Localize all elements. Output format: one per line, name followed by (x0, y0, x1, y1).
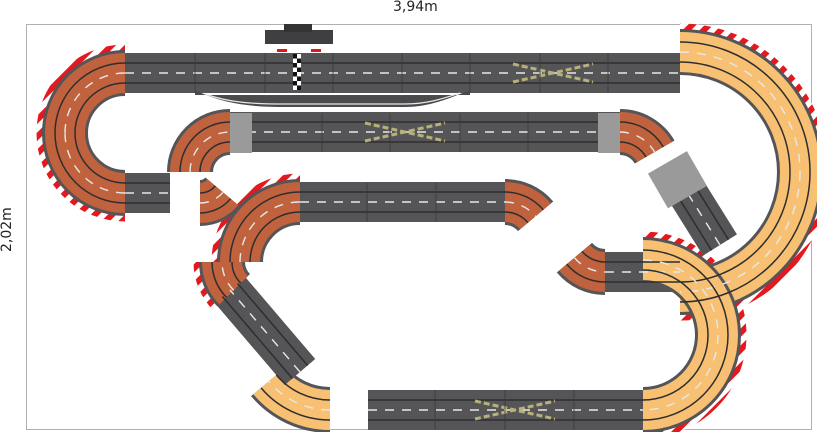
start-line-chequer (297, 63, 301, 68)
left-loop-top-curve (45, 53, 126, 134)
lower-right-curve-bottom-slot (642, 334, 709, 401)
second-straight-exit-curve-slot (619, 121, 664, 148)
left-loop-top-curve-slot (74, 82, 126, 134)
start-light (311, 49, 321, 52)
s-bend-upper-slot (504, 191, 544, 211)
detail-layer (194, 24, 707, 430)
diagonal-special-piece (647, 151, 707, 209)
left-loop-bottom-curve (45, 132, 126, 213)
special-piece-right (598, 113, 620, 153)
start-gantry-top (284, 24, 312, 32)
third-straight-entry-curve-slot (229, 191, 301, 263)
start-line-chequer (293, 58, 297, 63)
start-line-chequer (297, 85, 301, 90)
s-bend-upper (503, 182, 551, 231)
lower-right-curve-top-slot (642, 269, 709, 336)
right-loop-top-curve-kerb (679, 23, 817, 147)
pit-lane-bulge (195, 90, 470, 107)
start-line-chequer (297, 67, 301, 72)
start-gantry (265, 30, 333, 44)
start-line-chequer (293, 67, 297, 72)
left-up-curve-centerline (221, 261, 235, 291)
start-line-chequer (293, 81, 297, 86)
left-chicane-curve-centerline (199, 191, 224, 204)
third-straight-entry-curve-kerb (211, 173, 301, 263)
right-loop-top-curve-slot (679, 41, 811, 173)
left-up-curve-slot (211, 261, 228, 298)
right-loop-bottom-curve-slot (679, 171, 791, 283)
start-line-chequer (297, 81, 301, 86)
second-straight-exit-curve-slot (619, 141, 647, 158)
left-loop-bottom-curve-slot (54, 132, 126, 204)
s-bend-lower-slot (581, 250, 606, 263)
right-loop-bottom-curve-slot (679, 171, 811, 303)
start-line-chequer (293, 85, 297, 90)
left-up-curve-slot (231, 261, 242, 284)
s-bend-lower (559, 243, 607, 292)
second-straight-entry-curve-slot (179, 121, 231, 173)
start-line-chequer (293, 76, 297, 81)
third-straight-entry-curve-slot (249, 211, 301, 263)
bottom-left-curve-slot (275, 374, 331, 401)
start-line-chequer (297, 54, 301, 59)
second-straight-entry-curve-slot (199, 141, 231, 173)
s-bend-lower-centerline (573, 257, 606, 273)
width-dimension-label: 3,94m (393, 0, 438, 15)
left-loop-top-curve-slot (54, 62, 126, 134)
start-line-chequer (293, 63, 297, 68)
bottom-left-curve-slot (260, 387, 331, 421)
pit-lane-line (204, 92, 461, 105)
start-line-chequer (297, 58, 301, 63)
lower-left-diagonal-slot (237, 283, 309, 366)
bottom-left-curve-centerline (268, 380, 331, 411)
s-bend-upper-centerline (504, 201, 537, 217)
left-chicane-curve (198, 178, 239, 224)
left-loop-bottom-curve-kerb (36, 132, 126, 222)
bottom-left-curve (253, 367, 331, 430)
right-loop-top-curve-centerline (679, 51, 801, 173)
left-loop-top-curve-kerb (36, 44, 126, 134)
start-line-chequer (293, 72, 297, 77)
s-bend-upper-slot (504, 211, 529, 224)
second-straight-exit-curve-centerline (619, 131, 656, 153)
start-line-chequer (297, 76, 301, 81)
left-up-curve-kerb (193, 261, 221, 311)
left-loop-bottom-curve-slot (74, 132, 126, 184)
third-straight-entry-curve (220, 182, 301, 263)
lane-change-marking (474, 399, 556, 421)
s-bend-lower-slot (566, 263, 606, 283)
lower-right-curve-top-centerline (642, 259, 719, 336)
special-piece-left (230, 113, 252, 153)
left-chicane-curve-slot (199, 198, 232, 214)
road-layer (42, 29, 817, 432)
right-loop-top-curve-slot (679, 61, 791, 173)
left-chicane-curve-slot (199, 185, 216, 194)
marking-layer (54, 41, 811, 421)
start-light (277, 49, 287, 52)
start-line-chequer (297, 72, 301, 77)
second-straight-entry-curve-centerline (189, 131, 231, 173)
right-loop-bottom-curve-centerline (679, 171, 801, 293)
lower-left-diagonal-slot (221, 296, 293, 379)
start-line-chequer (293, 54, 297, 59)
lane-change-marking (512, 62, 594, 84)
lower-left-diagonal-centerline (229, 289, 301, 373)
lower-right-curve-top-slot (642, 249, 729, 336)
lower-right-curve-bottom-slot (642, 334, 729, 421)
lower-right-curve-bottom-centerline (642, 334, 719, 411)
lane-change-marking (364, 121, 446, 143)
